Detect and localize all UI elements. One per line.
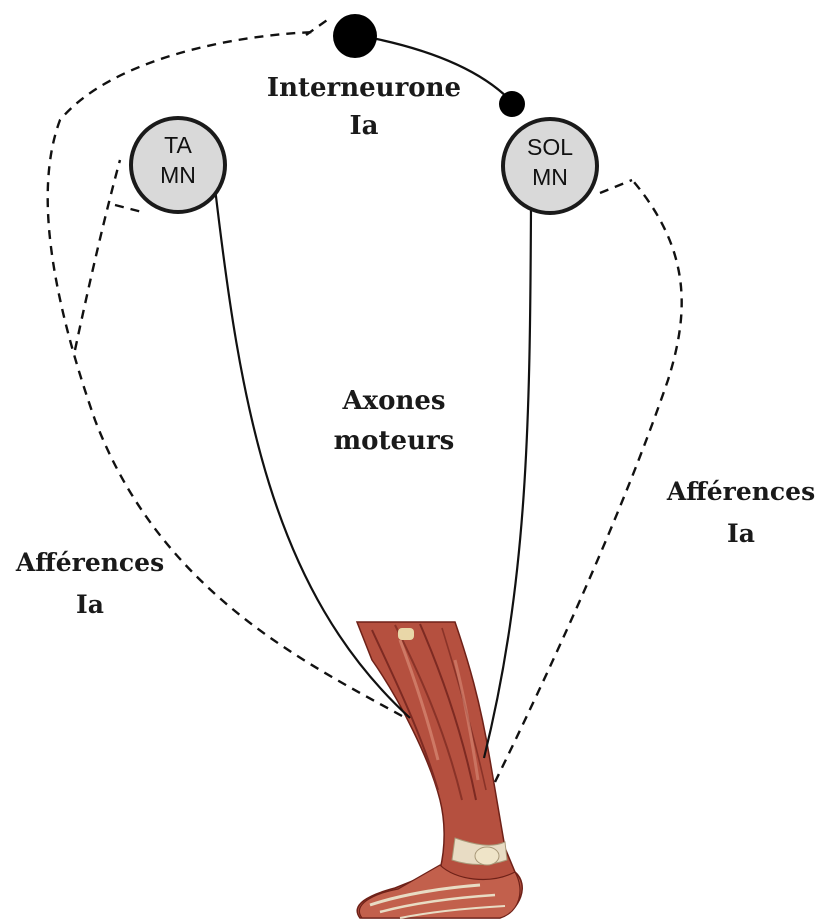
axones-label-line1: Axones	[341, 386, 445, 416]
right-afferent-path	[495, 182, 682, 782]
inhibitory-terminal	[499, 91, 525, 117]
sol-mn-label-line2: MN	[532, 164, 568, 190]
ta-mn-label-line1: TA	[164, 132, 192, 158]
sol-motoneuron: SOL MN	[503, 119, 597, 213]
ta-motoneuron: TA MN	[131, 118, 225, 212]
interneurone-synapse-branch	[306, 18, 330, 35]
afferences-right-label-line2: Ia	[727, 519, 755, 548]
leg-muscle-illustration	[357, 622, 522, 918]
interneurone-label-line1: Interneurone	[267, 73, 461, 103]
ankle-bone	[475, 847, 499, 865]
afferences-left-label-line1: Afférences	[15, 548, 164, 577]
interneurone-cell	[333, 14, 377, 58]
sol-mn-label-line1: SOL	[527, 134, 573, 160]
sol-synapse-branch	[600, 180, 632, 193]
afferences-right-label-line1: Afférences	[666, 477, 815, 506]
left-afferent-ta-branch	[75, 160, 120, 350]
afferences-left-label-line2: Ia	[76, 590, 104, 619]
knee-tendon	[398, 628, 414, 640]
ta-mn-label-line2: MN	[160, 162, 196, 188]
ta-synapse-branch	[115, 205, 142, 212]
interneurone-label-line2: Ia	[349, 111, 378, 141]
sol-motor-axon	[484, 205, 531, 758]
axones-label-line2: moteurs	[334, 426, 455, 456]
